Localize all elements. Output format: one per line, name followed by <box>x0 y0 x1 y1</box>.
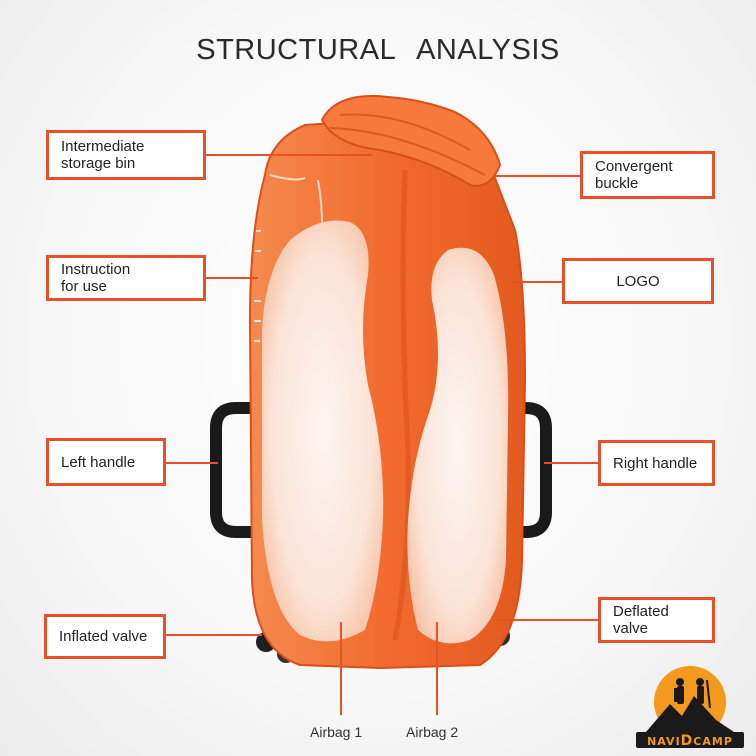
left-handle <box>210 402 268 538</box>
label-right-handle-text: Right handle <box>613 454 698 472</box>
brand-logo: NAVIDCAMP <box>636 660 744 750</box>
label-intermediate-storage-bin-text: Intermediate storage bin <box>61 138 145 172</box>
brand-logo-graphic <box>636 666 744 748</box>
label-deflated-valve: Deflated valve <box>598 597 715 643</box>
label-left-handle: Left handle <box>46 438 166 486</box>
convergent-buckle-strap <box>392 169 411 641</box>
roll-top <box>320 94 502 187</box>
brand-wordmark-left: NAVI <box>647 735 681 748</box>
label-deflated-valve-text: Deflated valve <box>613 603 669 637</box>
label-airbag-2: Airbag 2 <box>406 724 459 740</box>
airbag-1 <box>262 220 384 642</box>
leader-lines <box>165 154 598 715</box>
label-instruction-for-use-text: Instruction for use <box>61 261 131 295</box>
label-inflated-valve-text: Inflated valve <box>59 628 148 645</box>
instruction-print <box>254 230 261 342</box>
label-intermediate-storage-bin: Intermediate storage bin <box>46 130 206 180</box>
brand-wordmark-right: CAMP <box>693 735 733 748</box>
label-right-handle: Right handle <box>598 440 715 486</box>
label-convergent-buckle: Convergent buckle <box>580 151 715 199</box>
label-convergent-buckle-text: Convergent buckle <box>595 158 673 192</box>
label-left-handle-text: Left handle <box>61 453 136 471</box>
label-logo: LOGO <box>562 258 714 304</box>
airbag-2 <box>407 247 509 644</box>
brand-wordmark-mid: D <box>680 733 694 749</box>
label-instruction-for-use: Instruction for use <box>46 255 206 301</box>
label-logo-text: LOGO <box>616 272 660 290</box>
page-title: STRUCTURAL ANALYSIS <box>196 34 560 66</box>
label-airbag-1: Airbag 1 <box>310 724 363 740</box>
label-inflated-valve: Inflated valve <box>44 614 166 659</box>
right-handle <box>494 402 552 538</box>
brand-wordmark: NAVIDCAMP <box>636 733 744 749</box>
